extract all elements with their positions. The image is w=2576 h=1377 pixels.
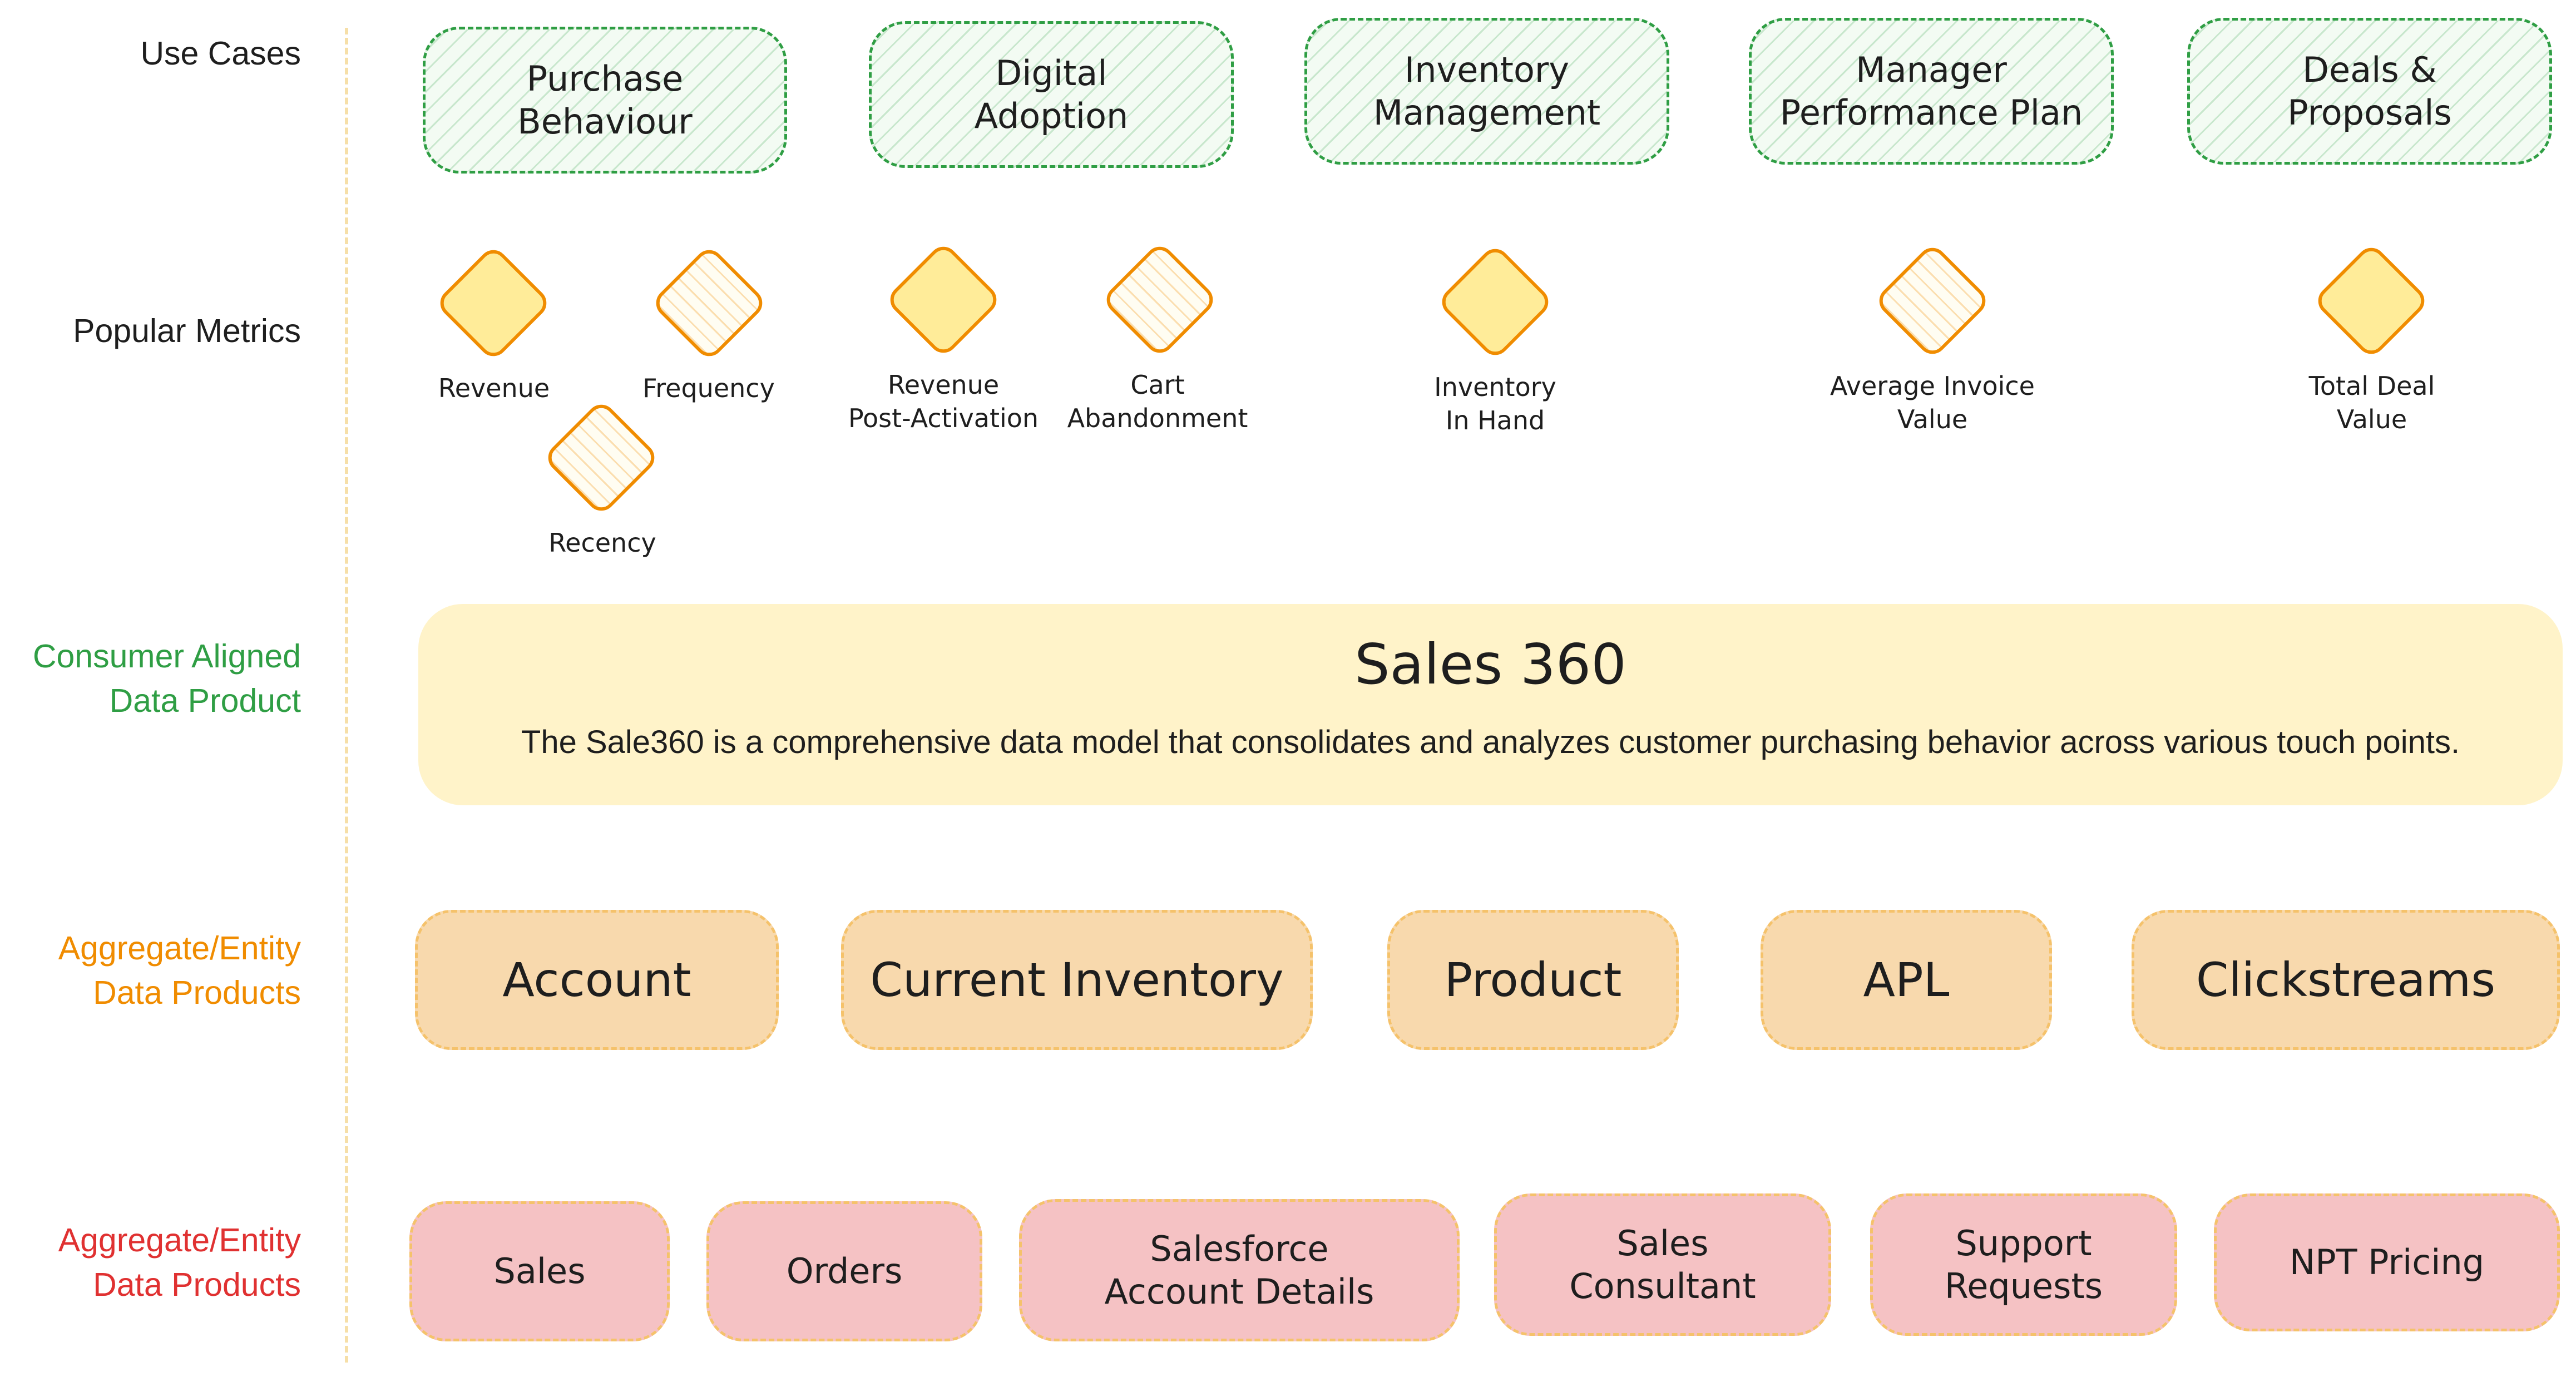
aggregate-product-label: Product (1444, 952, 1622, 1007)
row-label-use-cases: Use Cases (140, 31, 301, 76)
metric-label-cart-abandonment: Cart Abandonment (1067, 370, 1248, 433)
source-product-label: Sales Consultant (1569, 1222, 1756, 1307)
source-product-label: Sales (493, 1251, 586, 1292)
use-case-label: Inventory Management (1373, 49, 1601, 133)
use-case-manager-performance-plan[interactable]: Manager Performance Plan (1749, 18, 2114, 165)
aggregate-product-current-inventory[interactable]: Current Inventory (841, 910, 1313, 1050)
metric-diamond-inventory-in-hand[interactable] (1436, 242, 1555, 361)
row-label-consumer-line1: Consumer Aligned (32, 638, 301, 675)
vertical-divider (345, 28, 348, 1363)
row-label-source-line2: Data Products (93, 1266, 301, 1303)
consumer-data-product-box[interactable] (418, 604, 2563, 805)
aggregate-product-account[interactable]: Account (415, 910, 779, 1050)
metric-label-revenue: Revenue (438, 373, 550, 403)
source-product-npt-pricing[interactable]: NPT Pricing (2214, 1193, 2560, 1331)
source-product-label: NPT Pricing (2289, 1242, 2485, 1283)
use-case-deals-proposals[interactable]: Deals & Proposals (2187, 18, 2552, 165)
source-product-support-requests[interactable]: Support Requests (1870, 1193, 2177, 1336)
metric-label-total-deal-value: Total Deal Value (2308, 371, 2435, 434)
aggregate-product-label: Clickstreams (2196, 952, 2496, 1007)
source-product-label: Salesforce Account Details (1104, 1228, 1374, 1312)
source-product-label: Orders (786, 1251, 903, 1292)
row-label-aggregate-line1: Aggregate/Entity (58, 930, 301, 967)
metric-diamond-frequency[interactable] (650, 244, 769, 363)
source-product-label: Support Requests (1944, 1222, 2103, 1307)
aggregate-product-apl[interactable]: APL (1761, 910, 2052, 1050)
aggregate-product-clickstreams[interactable]: Clickstreams (2132, 910, 2560, 1050)
aggregate-product-label: Current Inventory (870, 952, 1284, 1007)
metric-diamond-revenue-post-activation[interactable] (884, 240, 1003, 359)
row-label-consumer-aligned: Consumer Aligned Data Product (33, 634, 301, 723)
row-label-aggregate-line2: Data Products (93, 974, 301, 1011)
use-case-label: Manager Performance Plan (1779, 49, 2083, 133)
use-case-label: Digital Adoption (974, 52, 1129, 137)
row-label-popular-metrics-text: Popular Metrics (73, 313, 301, 349)
source-product-orders[interactable]: Orders (706, 1201, 982, 1341)
row-label-aggregate-entity: Aggregate/Entity Data Products (58, 926, 301, 1015)
consumer-data-product-title: Sales 360 (1354, 632, 1626, 697)
source-product-salesforce-account-details[interactable]: Salesforce Account Details (1019, 1199, 1460, 1341)
aggregate-product-label: Account (502, 952, 691, 1007)
metric-label-recency: Recency (548, 528, 656, 558)
metric-diamond-cart-abandonment[interactable] (1100, 240, 1219, 359)
row-label-source-line1: Aggregate/Entity (58, 1222, 301, 1259)
metric-diamond-revenue[interactable] (434, 244, 553, 363)
aggregate-product-label: APL (1863, 952, 1950, 1007)
metric-diamond-recency[interactable] (542, 398, 661, 517)
metric-label-frequency: Frequency (642, 373, 775, 403)
metric-diamond-total-deal-value[interactable] (2312, 241, 2431, 360)
source-product-sales-consultant[interactable]: Sales Consultant (1494, 1193, 1831, 1336)
source-product-sales[interactable]: Sales (409, 1201, 670, 1341)
metric-label-inventory-in-hand: Inventory In Hand (1434, 372, 1556, 435)
use-case-digital-adoption[interactable]: Digital Adoption (869, 21, 1234, 168)
row-label-use-cases-text: Use Cases (140, 35, 301, 72)
aggregate-product-product[interactable]: Product (1387, 910, 1679, 1050)
consumer-data-product-description: The Sale360 is a comprehensive data mode… (521, 724, 2460, 760)
row-label-source-entity: Aggregate/Entity Data Products (58, 1218, 301, 1307)
use-case-inventory-management[interactable]: Inventory Management (1304, 18, 1669, 165)
row-label-consumer-line2: Data Product (109, 682, 301, 719)
use-case-purchase-behaviour[interactable]: Purchase Behaviour (423, 27, 787, 174)
use-case-label: Deals & Proposals (2287, 49, 2452, 133)
metric-label-revenue-post-activation: Revenue Post-Activation (848, 370, 1039, 433)
use-case-label: Purchase Behaviour (517, 58, 693, 142)
row-label-popular-metrics: Popular Metrics (73, 309, 301, 353)
metric-diamond-average-invoice-value[interactable] (1873, 241, 1992, 360)
metric-label-average-invoice-value: Average Invoice Value (1830, 371, 2035, 434)
